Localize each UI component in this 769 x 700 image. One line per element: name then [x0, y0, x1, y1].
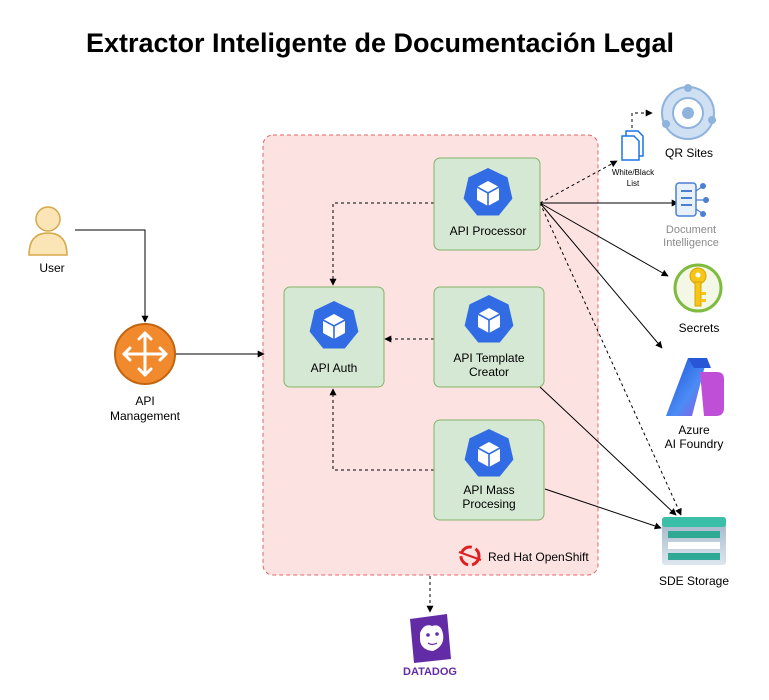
mass-to-storage-arrow: [544, 488, 662, 530]
azure-ai-foundry-icon: [666, 358, 724, 416]
user-to-apim-arrow: [75, 229, 149, 323]
api-management-label-2: Management: [110, 409, 181, 423]
api-template-creator-node: API Template Creator: [433, 286, 545, 388]
user-icon: [28, 206, 68, 256]
api-mass-label-2: Procesing: [462, 497, 515, 511]
user-label: User: [39, 261, 64, 275]
openshift-logo-icon: [458, 545, 482, 567]
processor-to-secrets-arrow: [539, 202, 669, 277]
template-to-storage-arrow: [539, 386, 677, 516]
api-management-label-1: API: [135, 394, 154, 408]
datadog-label: DATADOG: [403, 666, 457, 678]
datadog-logo-icon: [410, 614, 451, 663]
storage-account-icon: [662, 517, 726, 565]
document-intelligence-icon: [675, 182, 709, 217]
white-black-list-label-1: White/Black: [612, 168, 655, 177]
processor-to-foundry-arrow: [539, 202, 663, 349]
connectors: [75, 109, 682, 613]
secrets-label: Secrets: [679, 321, 720, 335]
document-intelligence-label-2: Intelligence: [663, 237, 719, 249]
api-processor-node: API Processor: [433, 157, 541, 251]
api-management-icon: [114, 323, 176, 385]
api-mass-label-1: API Mass: [463, 483, 514, 497]
api-template-label-2: Creator: [469, 365, 509, 379]
key-vault-icon: [673, 263, 723, 313]
qr-sites-label: QR Sites: [665, 146, 713, 160]
azure-foundry-label-1: Azure: [678, 423, 710, 437]
processor-to-list-arrow: [539, 160, 618, 204]
qr-sites-icon: [661, 84, 716, 140]
sde-storage-label: SDE Storage: [659, 574, 729, 588]
diagram-title: Extractor Inteligente de Documentación L…: [86, 28, 674, 58]
list-to-qr-arrow: [631, 109, 653, 128]
document-intelligence-label-1: Document: [666, 224, 716, 236]
document-list-icon: [621, 130, 644, 161]
api-auth-label: API Auth: [311, 361, 358, 375]
api-processor-label: API Processor: [450, 224, 527, 238]
api-auth-node: API Auth: [283, 286, 385, 388]
api-template-label-1: API Template: [453, 351, 524, 365]
api-mass-processing-node: API Mass Procesing: [433, 419, 545, 521]
openshift-label: Red Hat OpenShift: [488, 550, 589, 564]
white-black-list-label-2: List: [627, 179, 640, 188]
azure-foundry-label-2: AI Foundry: [665, 437, 724, 451]
